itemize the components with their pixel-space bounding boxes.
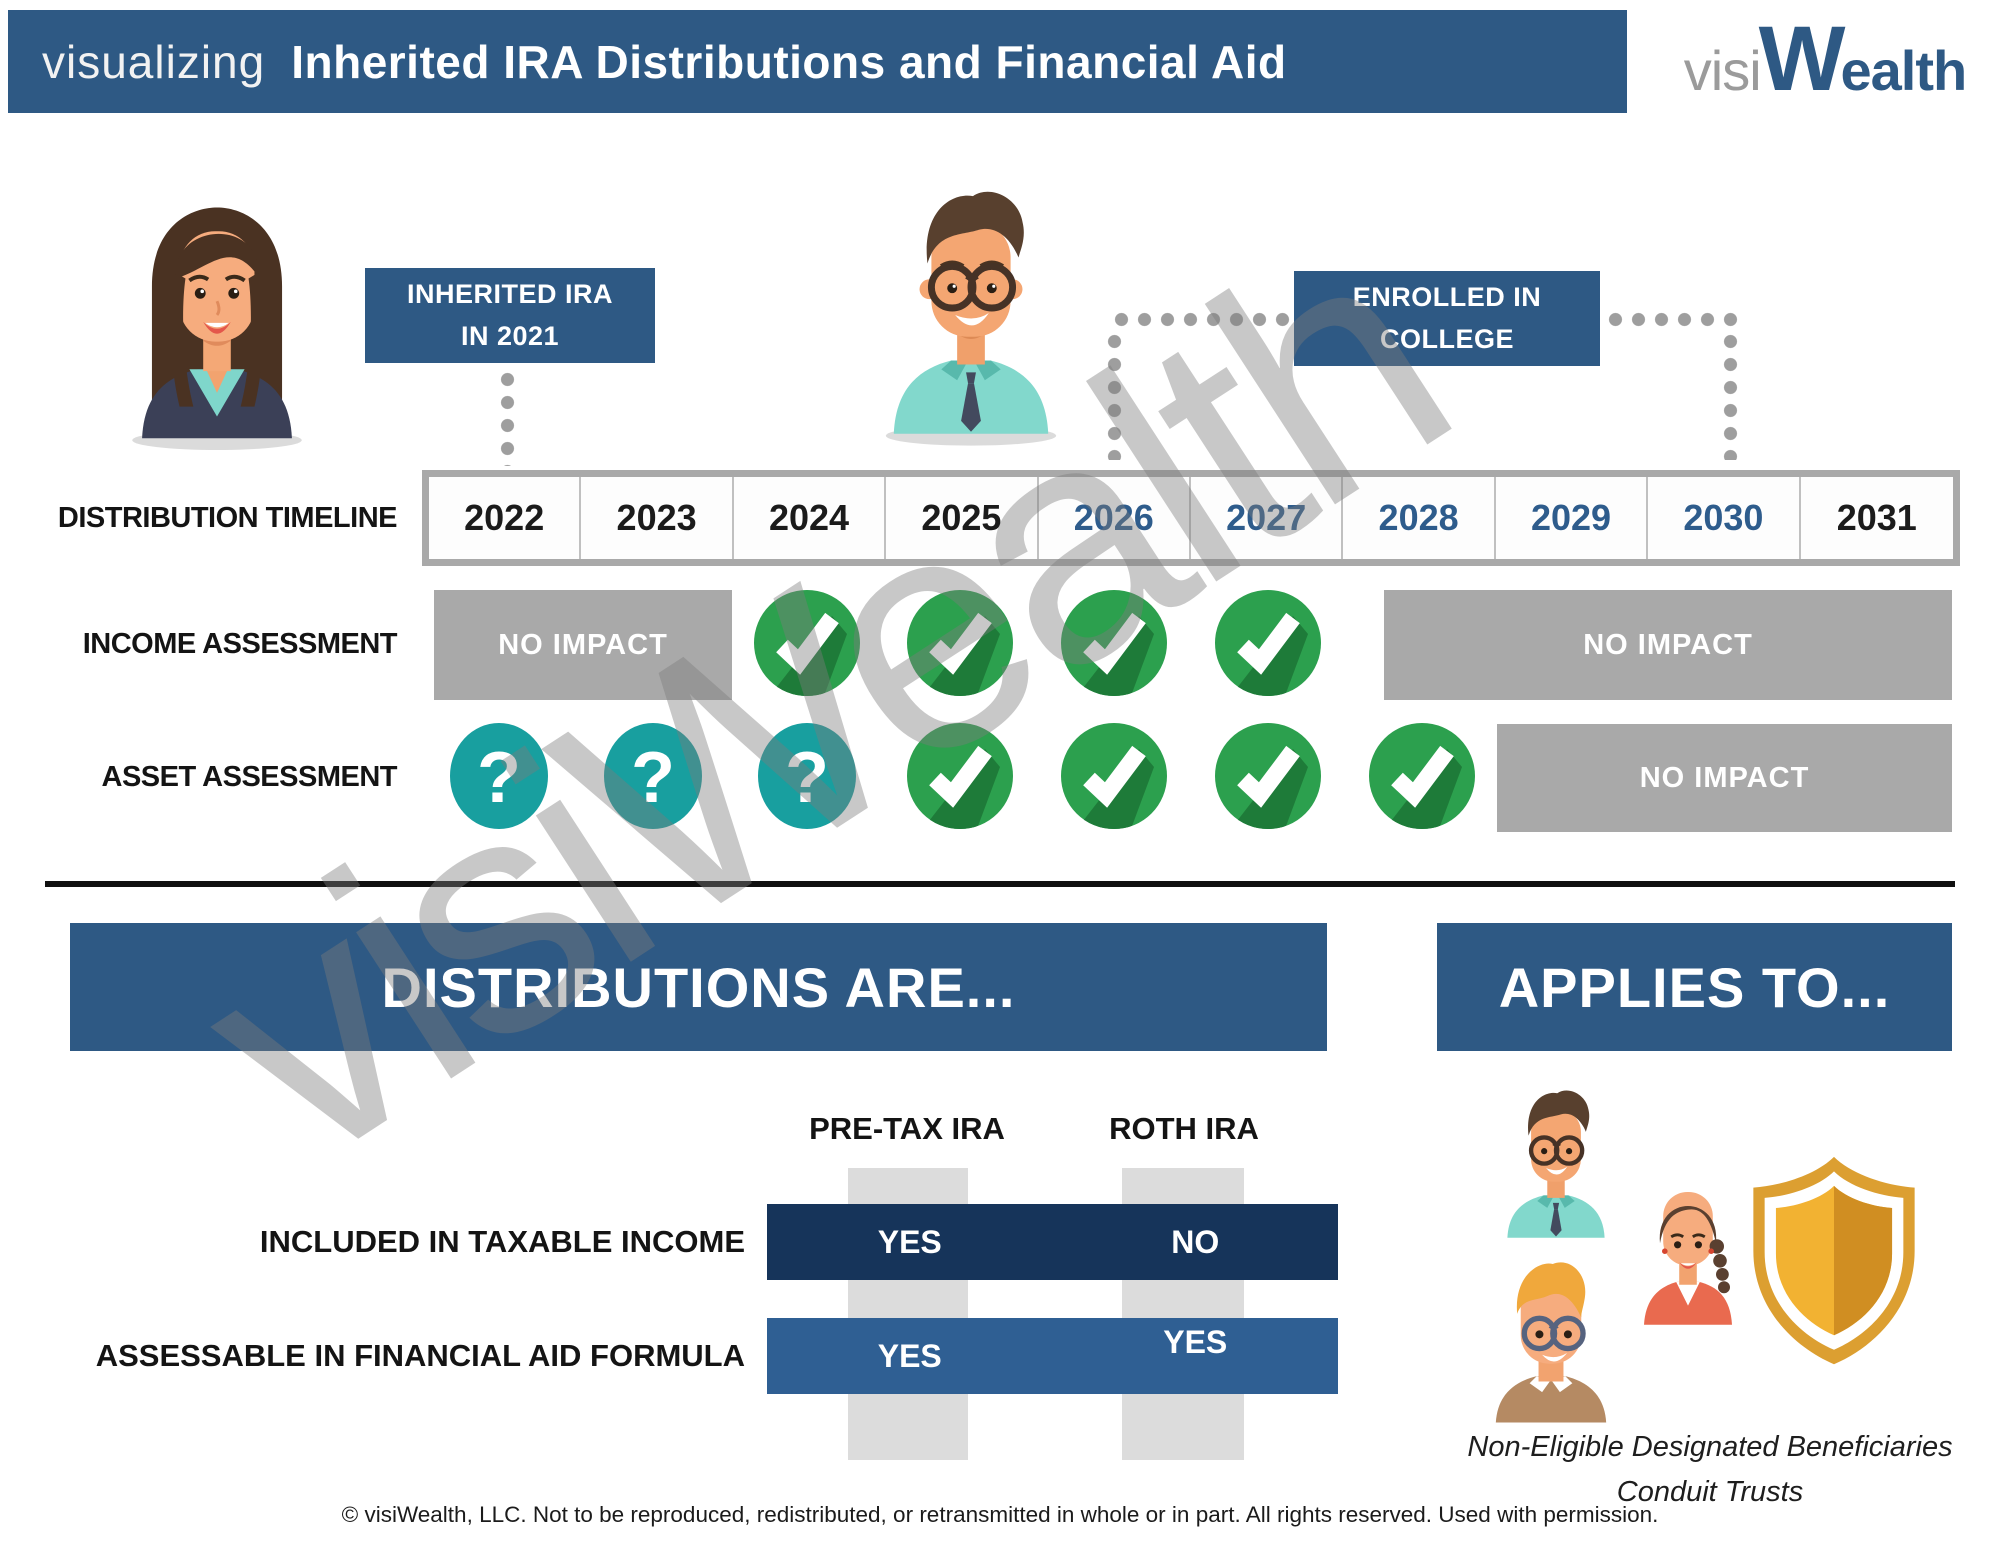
income-assessment-label: INCOME ASSESSMENT [82, 627, 398, 660]
asset-question-2023: ? [600, 723, 706, 829]
college-bracket-right [1604, 312, 1746, 327]
timeline-year-2023: 2023 [581, 477, 734, 559]
college-bracket-left [1110, 312, 1292, 327]
asset-question-2024: ? [754, 723, 860, 829]
copyright-footer: © visiWealth, LLC. Not to be reproduced,… [341, 1502, 1659, 1527]
applies-to-line1: Non-Eligible Designated Beneficiaries [1467, 1431, 1953, 1463]
asset-check-2025 [907, 723, 1013, 829]
college-bracket-drop-right [1723, 330, 1738, 460]
income-check-2026 [1061, 590, 1167, 696]
beneficiary-man-avatar [1490, 1082, 1622, 1244]
shield-icon [1738, 1126, 1930, 1398]
financial-aid-roth-value: YES [1163, 1323, 1228, 1360]
woman-avatar-icon [132, 207, 302, 451]
income-check-2027 [1215, 590, 1321, 696]
row-label-financial-aid: ASSESSABLE IN FINANCIAL AID FORMULA [95, 1338, 745, 1373]
applies-to-section-header: APPLIES TO... [1437, 923, 1952, 1051]
taxable-income-roth-value: NO [1171, 1223, 1220, 1260]
applies-to-caption: Non-Eligible Designated Beneficiaries Co… [1425, 1425, 1995, 1515]
woman-avatar [118, 176, 316, 452]
asset-check-2027 [1215, 723, 1321, 829]
financial-aid-pretax-value: YES [877, 1337, 942, 1374]
student-avatar-icon [885, 191, 1057, 446]
timeline-label: DISTRIBUTION TIMELINE [57, 501, 398, 534]
inherited-dotted-connector [500, 368, 515, 466]
header-banner: visualizing Inherited IRA Distributions … [8, 10, 1627, 113]
question-icon: ? [477, 738, 521, 818]
beneficiary-boy-icon [1495, 1262, 1607, 1423]
enrolled-line2: COLLEGE [1379, 323, 1514, 354]
beneficiary-boy-avatar [1478, 1248, 1624, 1426]
income-check-2025 [907, 590, 1013, 696]
logo-part-visi: visi [1683, 39, 1762, 102]
asset-check-2026 [1061, 723, 1167, 829]
question-icon: ? [631, 738, 675, 818]
timeline-year-2028: 2028 [1343, 477, 1496, 559]
timeline-year-2024: 2024 [734, 477, 887, 559]
income-check-2024 [754, 590, 860, 696]
logo-part-w: W [1758, 8, 1846, 110]
asset-no-impact: NO IMPACT [1497, 724, 1952, 832]
timeline-year-2022: 2022 [429, 477, 582, 559]
visiwealth-logo: visi W ealth [1655, 8, 1995, 110]
row-label-taxable-income: INCLUDED IN TAXABLE INCOME [259, 1224, 745, 1259]
distribution-timeline: 2022 2023 2024 2025 2026 2027 2028 2029 … [422, 470, 1960, 566]
asset-assessment-label: ASSET ASSESSMENT [101, 760, 398, 793]
timeline-year-2031: 2031 [1836, 497, 1917, 538]
timeline-year-2029: 2029 [1496, 477, 1649, 559]
taxable-income-pretax-value: YES [877, 1223, 942, 1260]
asset-check-2028 [1369, 723, 1475, 829]
inherited-ira-callout: INHERITED IRA IN 2021 [365, 268, 655, 363]
question-icon: ? [785, 738, 829, 818]
income-no-impact-late: NO IMPACT [1384, 590, 1952, 700]
enrolled-college-callout: ENROLLED IN COLLEGE [1294, 271, 1600, 366]
taxable-income-row: YES NO [767, 1204, 1338, 1280]
college-bracket-drop-left [1107, 330, 1122, 460]
timeline-year-2026: 2026 [1039, 477, 1191, 559]
header-eyebrow: visualizing [42, 35, 266, 88]
timeline-year-2030: 2030 [1648, 477, 1801, 559]
page-title: Inherited IRA Distributions and Financia… [291, 35, 1287, 88]
logo-part-ealth: ealth [1840, 39, 1968, 102]
beneficiary-man-icon [1507, 1090, 1605, 1238]
section-divider [45, 881, 1955, 887]
timeline-year-2027: 2027 [1191, 477, 1344, 559]
col-header-roth: ROTH IRA [1109, 1111, 1259, 1146]
income-no-impact-early: NO IMPACT [434, 590, 732, 700]
enrolled-line1: ENROLLED IN [1352, 281, 1542, 312]
inherited-ira-line2: IN 2021 [460, 320, 560, 351]
student-avatar [872, 170, 1070, 448]
asset-question-2022: ? [446, 723, 552, 829]
col-header-pretax: PRE-TAX IRA [809, 1111, 1005, 1146]
beneficiary-woman-icon [1644, 1192, 1732, 1325]
timeline-year-2025: 2025 [886, 477, 1039, 559]
beneficiary-woman-avatar [1628, 1162, 1748, 1334]
inherited-ira-line1: INHERITED IRA [406, 278, 613, 309]
applies-to-line2: Conduit Trusts [1616, 1475, 1804, 1508]
financial-aid-row: YES YES [767, 1318, 1338, 1394]
glasses-icon [927, 262, 1017, 312]
distributions-section-header: DISTRIBUTIONS ARE... [70, 923, 1327, 1051]
